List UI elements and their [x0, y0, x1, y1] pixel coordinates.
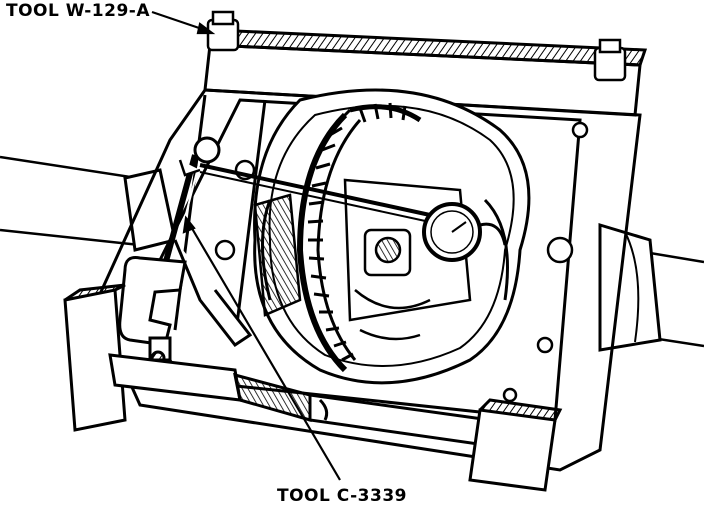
- c-clamp: [118, 256, 187, 366]
- ring-gear: [296, 102, 422, 373]
- frame-bolts: [206, 10, 627, 403]
- bottom-bar: [63, 283, 563, 492]
- dial-indicator: [199, 163, 507, 262]
- tool-w-label: TOOL W-129-A: [6, 1, 150, 21]
- tool-c-label: TOOL C-3339: [277, 486, 407, 506]
- indicator-support: [162, 136, 253, 348]
- differential-case: [253, 178, 509, 341]
- leader-lines: [151, 10, 341, 481]
